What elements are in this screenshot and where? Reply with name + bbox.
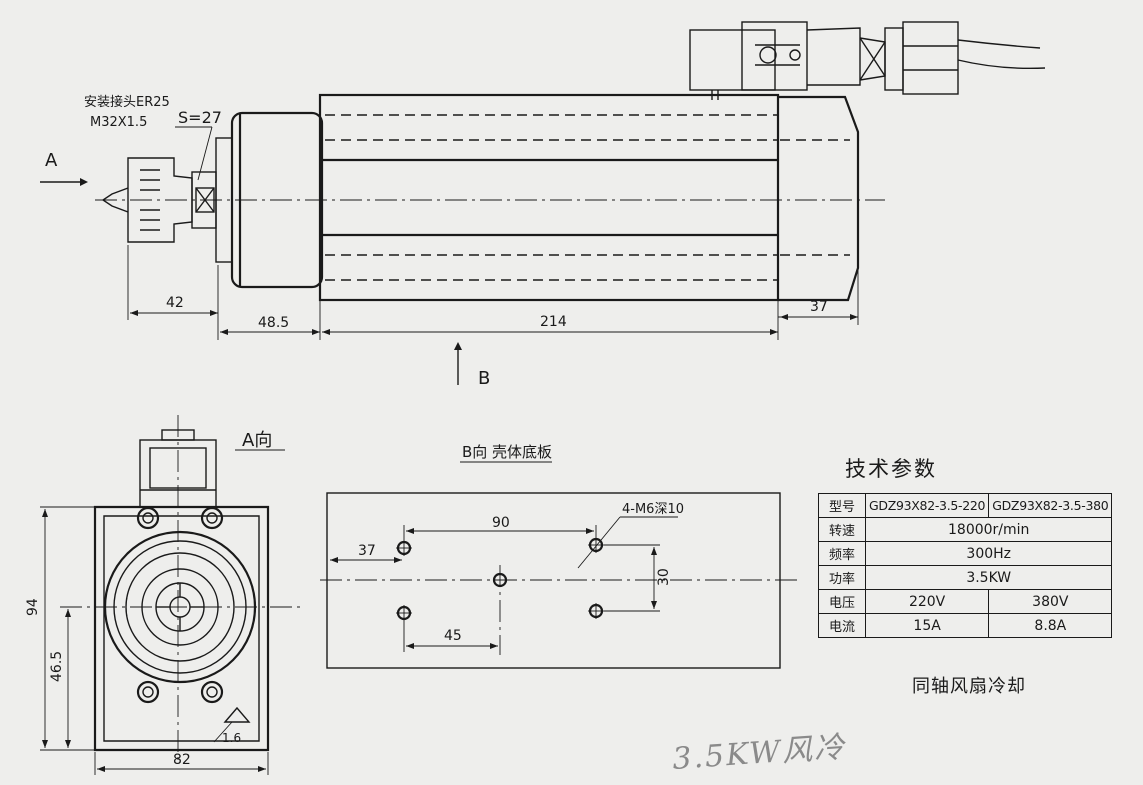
spec-value: 15A bbox=[864, 613, 990, 638]
spec-key: 转速 bbox=[818, 517, 866, 542]
table-row: 功率 3.5KW bbox=[818, 565, 1113, 590]
spec-value: 300Hz bbox=[864, 541, 1113, 566]
table-row: 型号 GDZ93X82-3.5-220 GDZ93X82-3.5-380 bbox=[818, 493, 1113, 518]
dim-nose: 48.5 bbox=[258, 315, 289, 331]
collet-label-line1: 安装接头ER25 bbox=[84, 94, 170, 110]
spec-key: 型号 bbox=[818, 493, 866, 518]
dim-collet: 42 bbox=[166, 295, 184, 311]
spec-key: 频率 bbox=[818, 541, 866, 566]
dim-offset: 37 bbox=[358, 543, 376, 559]
spec-value: 380V bbox=[988, 589, 1113, 614]
bottom-view bbox=[320, 461, 800, 669]
dim-spacing-x: 90 bbox=[492, 515, 510, 531]
hole-callout: 4-M6深10 bbox=[622, 502, 684, 517]
arrow-b-label: B bbox=[478, 368, 490, 389]
front-view bbox=[40, 415, 305, 775]
spec-value: 8.8A bbox=[988, 613, 1113, 638]
dim-width: 82 bbox=[173, 752, 191, 768]
arrow-a-label: A bbox=[45, 150, 58, 171]
spec-key: 电压 bbox=[818, 589, 866, 614]
dim-body: 214 bbox=[540, 314, 567, 330]
spec-value: 3.5KW bbox=[864, 565, 1113, 590]
table-row: 电流 15A 8.8A bbox=[818, 613, 1113, 638]
front-view-title: A向 bbox=[242, 430, 272, 451]
dim-center: 46.5 bbox=[49, 651, 65, 682]
spec-key: 功率 bbox=[818, 565, 866, 590]
spec-key: 电流 bbox=[818, 613, 866, 638]
table-row: 电压 220V 380V bbox=[818, 589, 1113, 614]
dim-height: 94 bbox=[25, 598, 41, 616]
table-row: 转速 18000r/min bbox=[818, 517, 1113, 542]
cooling-note: 同轴风扇冷却 bbox=[912, 676, 1026, 697]
table-row: 频率 300Hz bbox=[818, 541, 1113, 566]
collet-label-line2: M32X1.5 bbox=[90, 115, 147, 130]
spec-value: 18000r/min bbox=[864, 517, 1113, 542]
dim-tail: 37 bbox=[810, 299, 828, 315]
spec-value: GDZ93X82-3.5-380 bbox=[988, 493, 1113, 518]
spec-title: 技术参数 bbox=[845, 457, 937, 481]
spec-value: GDZ93X82-3.5-220 bbox=[864, 493, 990, 518]
spec-table: 型号 GDZ93X82-3.5-220 GDZ93X82-3.5-380 转速 … bbox=[818, 493, 1113, 638]
surface-mark: 1.6 bbox=[222, 731, 241, 745]
dim-half: 45 bbox=[444, 628, 462, 644]
bottom-view-title: B向 壳体底板 bbox=[462, 443, 552, 461]
side-view bbox=[40, 21, 1046, 385]
wrench-size-label: S=27 bbox=[178, 108, 222, 127]
spec-value: 220V bbox=[864, 589, 990, 614]
dim-spacing-y: 30 bbox=[656, 568, 672, 586]
